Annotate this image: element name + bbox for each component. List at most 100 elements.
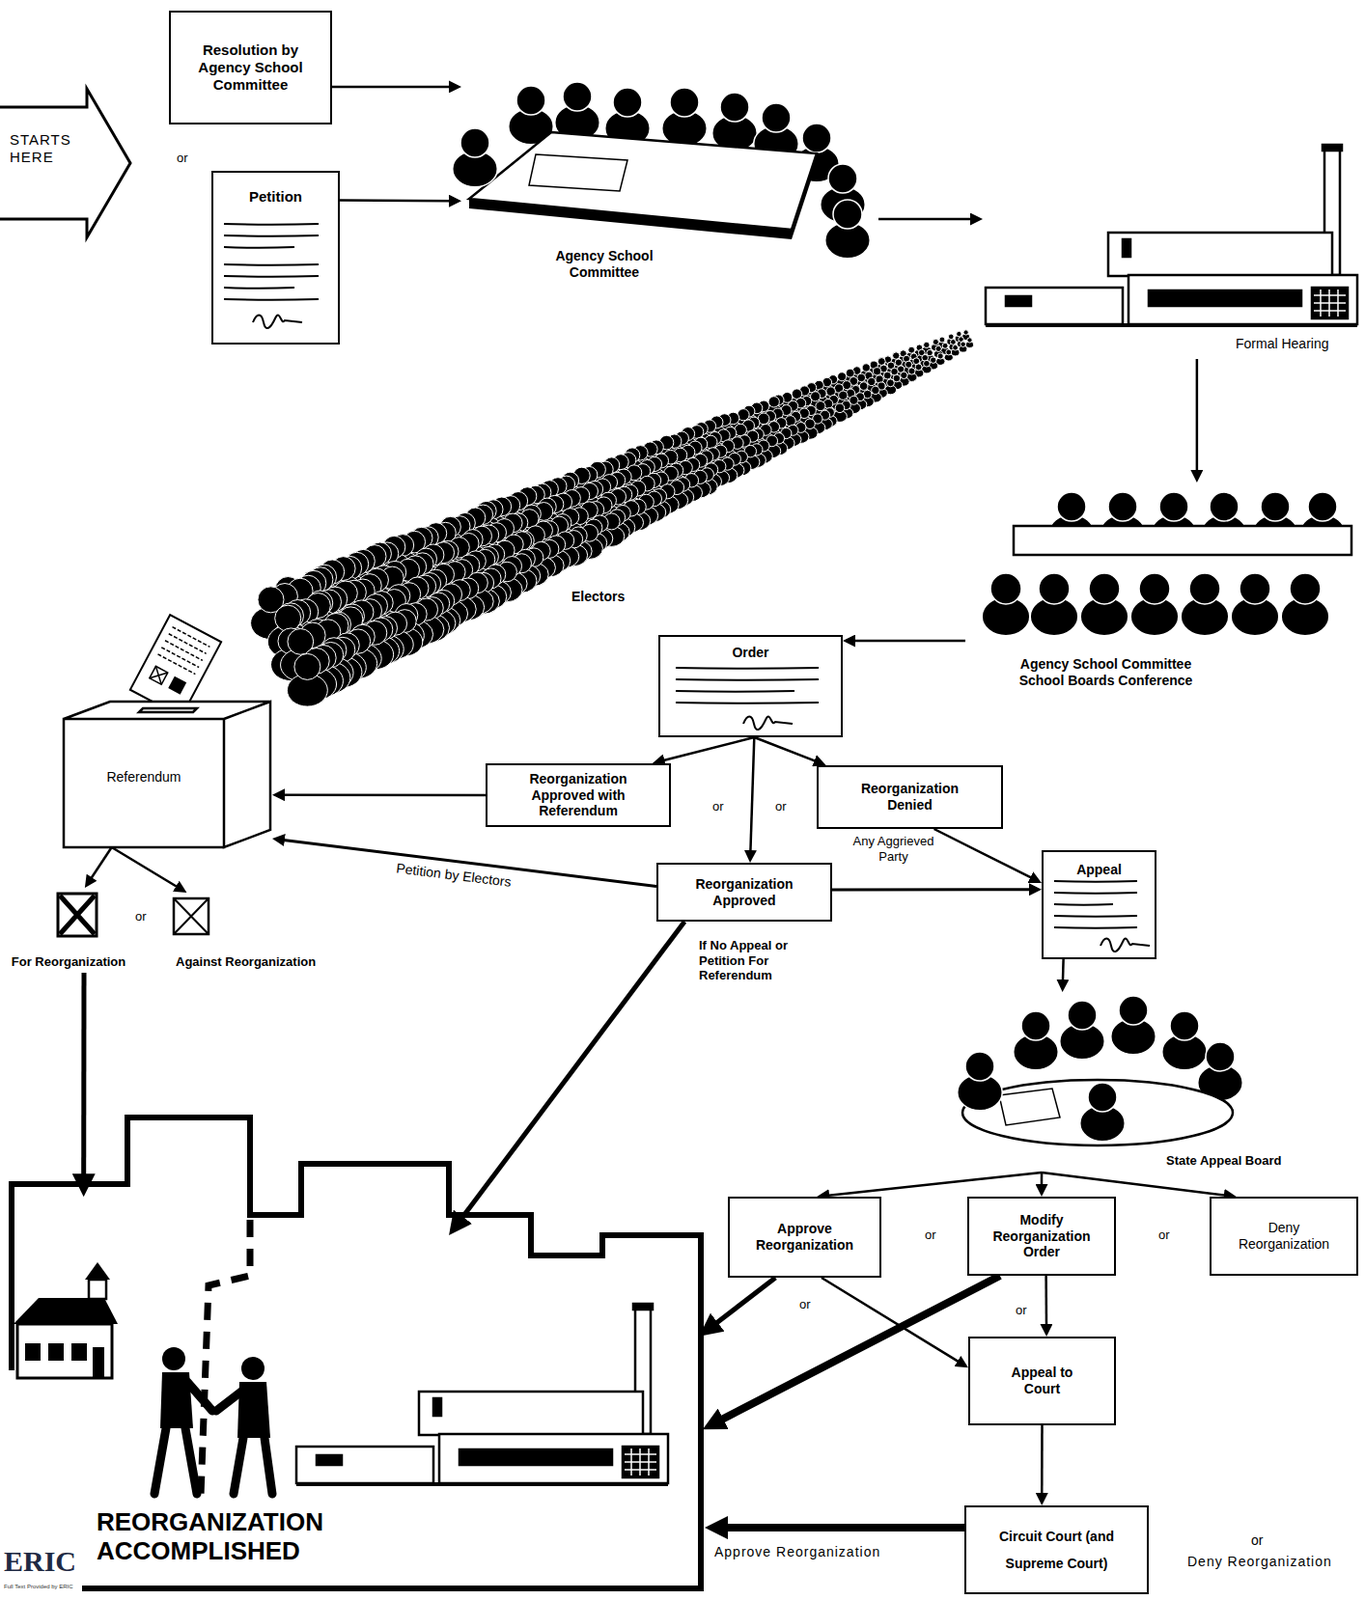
building-part (296, 1447, 434, 1484)
person-head (862, 363, 870, 372)
or-label: or (924, 1227, 937, 1244)
document-line (675, 690, 795, 694)
building-part (1128, 275, 1358, 325)
building-part (1322, 144, 1342, 151)
connector-arrow (710, 1278, 777, 1329)
person-head (942, 342, 948, 349)
document-box: Appeal (1041, 850, 1157, 960)
text-block: REORGANIZATION ACCOMPLISHED (96, 1508, 338, 1567)
node-text: Resolution by Agency School Committee (178, 41, 323, 94)
person-head (837, 372, 847, 382)
person-head (930, 357, 937, 363)
text-block: Order (660, 644, 841, 662)
node-text: Reorganization Denied (837, 780, 983, 814)
process-box: Resolution by Agency School Committee (168, 10, 333, 125)
crowd-figure (944, 349, 953, 362)
or-label: or (1015, 1303, 1028, 1319)
person-head (947, 334, 954, 340)
person-head (939, 336, 946, 343)
person-head (946, 349, 952, 356)
process-box: Modify Reorganization Order (967, 1197, 1116, 1277)
ballot-square (57, 893, 97, 937)
person-head (1260, 492, 1290, 522)
appeal-board-illustration (957, 996, 1244, 1146)
ballot-line (161, 647, 199, 669)
watermark: ERIC (3, 1544, 77, 1580)
table-top (962, 1080, 1233, 1146)
person-head (1308, 492, 1338, 522)
building-base (985, 323, 1358, 328)
region-outline: REORGANIZATION ACCOMPLISHED (11, 1117, 705, 1593)
person-limbs (154, 1382, 213, 1495)
outcome-label: Deny Reorganization (1187, 1554, 1333, 1571)
person-head (1159, 492, 1189, 522)
person-head (1118, 996, 1148, 1026)
process-box: Circuit Court (and Supreme Court) (964, 1505, 1149, 1595)
building-part (1148, 290, 1302, 307)
person-head (1189, 573, 1221, 605)
text-block: Against Reorganization (175, 954, 358, 971)
signature (1100, 939, 1150, 953)
person-head (923, 341, 930, 348)
node-text: Approve Reorganization (739, 1221, 870, 1254)
person-head (956, 331, 962, 336)
building-part (418, 1392, 643, 1436)
person-head (960, 341, 966, 347)
document-line (1054, 926, 1138, 930)
ballot-choice: Against Reorganization (169, 892, 358, 974)
person-head (1067, 1001, 1097, 1031)
building-part (439, 1434, 669, 1484)
person-head (275, 605, 302, 632)
person-head (872, 367, 881, 376)
connector-arrow (111, 847, 181, 890)
text-block: Referendum (63, 769, 224, 786)
building-part (985, 287, 1123, 325)
crowd-figure (956, 336, 965, 348)
document-line (675, 701, 819, 705)
person-head (720, 92, 750, 122)
building-part (433, 1398, 442, 1417)
text-block: Reorganization Denied (837, 780, 983, 814)
building-grid (1313, 302, 1346, 305)
person-head (562, 82, 592, 112)
building-base (296, 1482, 669, 1487)
connector-arrow (88, 847, 112, 882)
person-head (1038, 573, 1070, 605)
crowd-figure (286, 653, 328, 707)
node-text: Agency School Committee (546, 248, 663, 281)
school-roof (13, 1298, 118, 1325)
text-block: Petition (213, 188, 338, 206)
or-label: or (712, 799, 725, 815)
person-head (761, 103, 791, 133)
process-box: Reorganization Denied (816, 765, 1003, 830)
building-part (622, 1447, 659, 1478)
connector-arrow (821, 1278, 962, 1365)
building-node: Formal Hearing (982, 144, 1362, 360)
person-head (516, 85, 546, 115)
person-head (923, 360, 931, 367)
person-head (162, 1347, 186, 1371)
person-head (1170, 1011, 1199, 1041)
person-head (967, 337, 973, 343)
connector-arrow (718, 1524, 965, 1533)
process-box: Reorganization Approved (656, 863, 833, 922)
person-head (828, 164, 858, 194)
document-line (675, 678, 819, 682)
connector-arrow (824, 1172, 1042, 1197)
document-box: Order (658, 635, 843, 738)
connector-arrow (1061, 959, 1065, 985)
person-limbs (216, 1392, 273, 1495)
person-head (1087, 1083, 1117, 1113)
board-node: State Appeal Board (948, 992, 1328, 1173)
crowd-figure (954, 331, 963, 342)
document-line (223, 298, 319, 302)
document-line (1054, 891, 1138, 895)
crowd-figure (950, 344, 960, 357)
text-block: Electors (571, 588, 649, 606)
edge-label: Any Aggrieved Party (845, 834, 942, 864)
person-head (915, 363, 922, 371)
table-top (1013, 526, 1352, 556)
person-head (833, 199, 863, 229)
person-head (1088, 573, 1120, 605)
